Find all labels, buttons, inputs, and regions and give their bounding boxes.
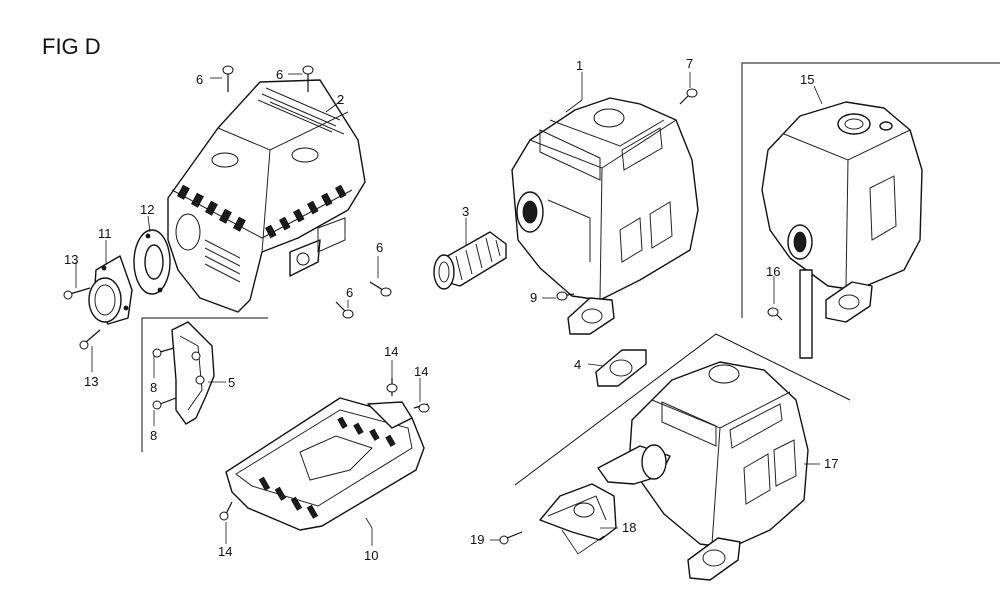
part-17-muffler — [597, 361, 809, 581]
part-1-muffler — [511, 97, 699, 301]
callout-8-lower: 8 — [150, 428, 157, 443]
callout-7: 7 — [686, 56, 693, 71]
part-12-gasket — [133, 229, 171, 295]
section-border-lines — [141, 62, 1000, 486]
part-2-muffler-protector — [167, 79, 366, 313]
right-lower-group-border — [514, 333, 851, 486]
part-3-spark-arrester — [433, 231, 507, 290]
fasteners — [63, 65, 783, 545]
figure-title: FIG D — [42, 34, 101, 59]
callout-8-upper: 8 — [150, 380, 157, 395]
part-10-base-cover — [225, 397, 425, 531]
callout-11: 11 — [98, 226, 112, 241]
callout-6-top-left: 6 — [196, 72, 203, 87]
callout-14-lower: 14 — [218, 544, 232, 559]
callout-2: 2 — [337, 92, 344, 107]
part-4-gasket — [595, 349, 647, 387]
callout-6-lower: 6 — [346, 285, 353, 300]
callout-15: 15 — [800, 72, 814, 87]
protector-vent-slots — [176, 184, 347, 239]
callout-labels: 1 2 3 4 5 6 6 6 6 7 8 8 9 10 11 12 13 13… — [64, 56, 838, 563]
part-11-end-cap — [88, 255, 133, 325]
callout-4: 4 — [574, 357, 581, 372]
callout-13-lower: 13 — [84, 374, 98, 389]
callout-6-top: 6 — [276, 67, 283, 82]
part-1-flange — [567, 297, 615, 335]
protector-top-ribs — [257, 87, 345, 135]
protector-side-grille — [204, 239, 241, 283]
callout-10: 10 — [364, 548, 378, 563]
right-upper-group-border — [741, 62, 1000, 318]
base-cover-slots — [258, 416, 396, 519]
callout-12: 12 — [140, 202, 154, 217]
callout-1: 1 — [576, 58, 583, 73]
part-18-deflector — [539, 483, 617, 541]
callout-17: 17 — [824, 456, 838, 471]
part-5-heat-shield — [171, 321, 215, 425]
callout-19: 19 — [470, 532, 484, 547]
callout-13-upper: 13 — [64, 252, 78, 267]
callout-18: 18 — [622, 520, 636, 535]
leader-lines — [75, 72, 823, 555]
callout-9: 9 — [530, 290, 537, 305]
callout-6-right: 6 — [376, 240, 383, 255]
part-15-muffler — [761, 101, 923, 359]
callout-16: 16 — [766, 264, 780, 279]
callout-14-right: 14 — [414, 364, 428, 379]
callout-3: 3 — [462, 204, 469, 219]
callout-14-upper: 14 — [384, 344, 398, 359]
left-group-border — [141, 317, 268, 452]
callout-5: 5 — [228, 375, 235, 390]
